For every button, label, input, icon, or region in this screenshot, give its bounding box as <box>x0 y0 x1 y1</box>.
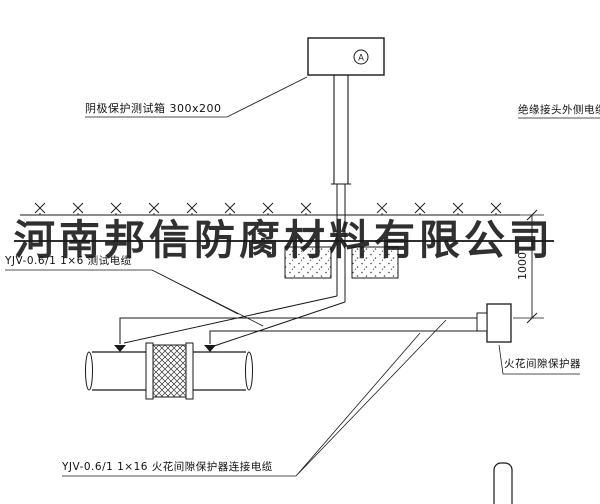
pipe-body <box>92 351 246 391</box>
connection-cable-label: YJV-0.6/1 1×16 火花间隙保护器连接电缆 <box>62 461 273 473</box>
cable-terminal-right <box>204 345 216 352</box>
spark-gap-label: 火花间隙保护器 <box>504 358 581 370</box>
outer-cable-label: 绝缘接头外侧电缆 <box>518 104 600 116</box>
pipe <box>85 342 253 400</box>
leader-test-box-label <box>85 76 308 118</box>
meter-letter: A <box>358 54 364 64</box>
test-cable-right <box>213 301 346 347</box>
ground-hatch <box>34 202 502 216</box>
flange-left <box>145 342 154 400</box>
conduit <box>331 75 351 302</box>
sparkgap-cable-lower <box>209 330 477 344</box>
test-cable-label: YJV-0.6/1 1×6 测试电缆 <box>5 255 132 267</box>
cable-terminal-left <box>114 345 126 352</box>
test-cable-left <box>123 295 338 344</box>
test-box-outline <box>307 37 385 76</box>
spark-gap-body <box>486 303 512 343</box>
leader-connection-cable-label <box>62 319 447 477</box>
sparkgap-cable-upper <box>119 317 477 344</box>
pipe-end-right <box>245 351 253 391</box>
clamp-symbol <box>493 462 513 504</box>
foundation-block-left <box>284 246 332 279</box>
pipe-end-left <box>85 351 93 391</box>
test-box: A <box>307 37 385 76</box>
meter-symbol-icon <box>353 49 369 65</box>
insulating-joint <box>152 344 187 398</box>
spark-gap-protector <box>476 303 512 343</box>
leader-test-cable-label <box>5 269 264 327</box>
foundation-block-right <box>351 246 399 279</box>
dimension-line: 1000 <box>513 209 544 324</box>
spark-gap-terminal <box>476 312 488 332</box>
dimension-text: 1000 <box>516 252 529 280</box>
test-box-label: 阴极保护测试箱 300x200 <box>85 102 222 115</box>
dimension-ticks <box>526 209 538 324</box>
flange-right <box>185 342 194 400</box>
conduit-upper <box>331 75 351 185</box>
conduit-lower <box>336 184 346 302</box>
leader-spark-gap-label <box>498 344 580 375</box>
